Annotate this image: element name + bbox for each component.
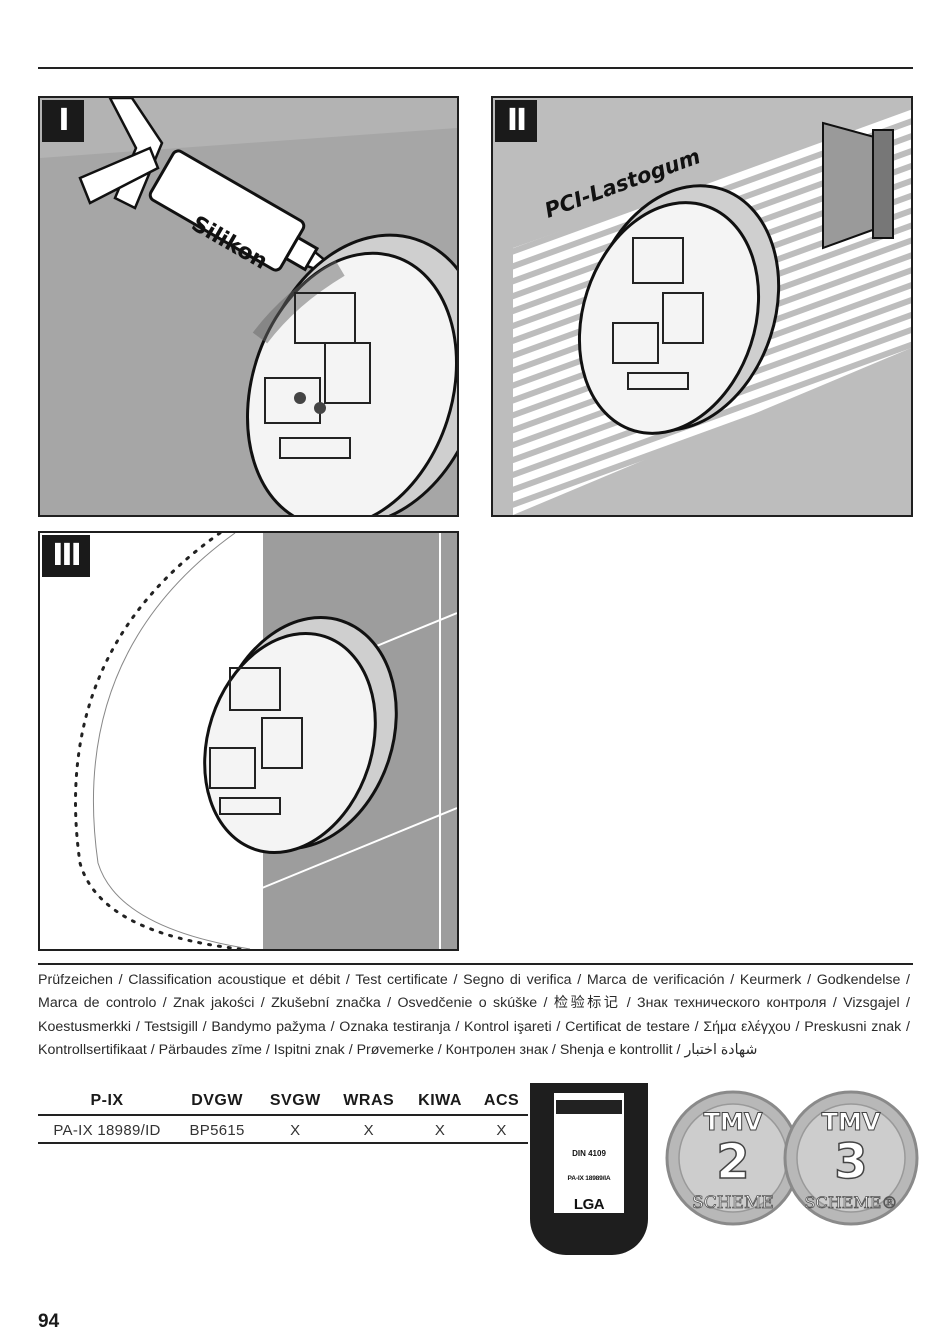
header-cell: ACS (475, 1090, 528, 1116)
tmv3-scheme-badge: TMV 3 SCHEME® (783, 1090, 919, 1226)
tmv-top-text: TMV (704, 1108, 763, 1136)
tmv-number: 3 (834, 1134, 867, 1190)
step-panel-3: III (38, 531, 459, 951)
table-cell: X (404, 1115, 476, 1144)
step-panel-1: I Silikon (38, 96, 459, 517)
header-cell: P-IX (38, 1090, 177, 1116)
lga-logo: LGA (573, 1196, 605, 1213)
header-cell: DVGW (176, 1090, 259, 1116)
header-cell: KIWA (404, 1090, 476, 1116)
section-rule (38, 963, 913, 965)
table-row: PA-IX 18989/ID BP5615 X X X X (38, 1115, 528, 1144)
header-cell: WRAS (332, 1090, 405, 1116)
tmv-scheme-text: SCHEME® (805, 1193, 898, 1212)
table-cell: BP5615 (176, 1115, 259, 1144)
illustration-silicone-application: Silikon (40, 98, 457, 515)
step-panel-2: II PCI-Lastogum (491, 96, 913, 517)
lga-din-text: DIN 4109 (572, 1149, 606, 1158)
table-cell: PA-IX 18989/ID (38, 1115, 177, 1144)
lga-top-bar (556, 1100, 622, 1114)
illustration-tiled-wall (40, 533, 457, 949)
illustration-sealing-compound: PCI-Lastogum (493, 98, 911, 515)
page-number: 94 (38, 1311, 60, 1332)
top-rule (38, 67, 913, 69)
tmv-scheme-text: SCHEME (692, 1193, 774, 1213)
certificate-table: P-IX DVGW SVGW WRAS KIWA ACS PA-IX 18989… (38, 1090, 528, 1144)
step-number-badge: I (42, 100, 84, 142)
tmv-number: 2 (716, 1134, 749, 1190)
test-certificate-caption: Prüfzeichen / Classification acoustique … (38, 972, 910, 1059)
step-number-badge: II (495, 100, 537, 142)
header-cell: SVGW (258, 1090, 333, 1116)
step-number-badge: III (42, 535, 90, 577)
certificate-table-header-row: P-IX DVGW SVGW WRAS KIWA ACS (38, 1090, 528, 1116)
tmv-top-text: TMV (822, 1108, 881, 1136)
lga-pa-text: PA-IX 18989/IA (567, 1175, 611, 1182)
table-cell: X (475, 1115, 528, 1144)
table-cell: X (332, 1115, 405, 1144)
lga-test-mark: DIN 4109 PA-IX 18989/IA LGA (530, 1083, 648, 1255)
table-cell: X (258, 1115, 333, 1144)
